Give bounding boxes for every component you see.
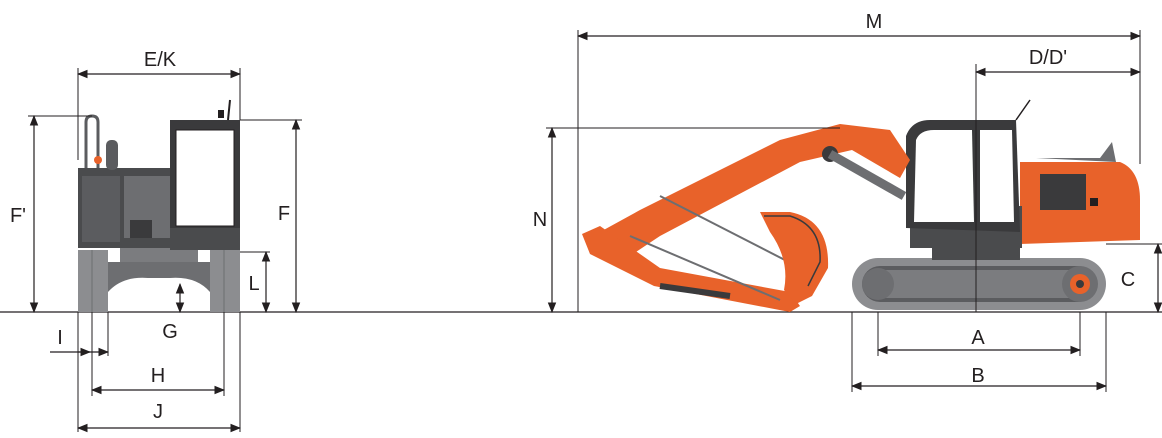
front-right-track	[210, 250, 240, 312]
label-b: B	[971, 365, 984, 387]
front-undercarriage-frame	[108, 262, 210, 292]
dimension-labels: E/K F' F L G I H J M D/D' N C A B	[10, 11, 1135, 423]
side-view-machine	[582, 99, 1140, 312]
front-exhaust-stack	[106, 140, 118, 170]
front-left-track	[78, 250, 108, 312]
label-d: D/D'	[1029, 47, 1067, 69]
side-idler-wheel	[862, 268, 894, 300]
front-view-machine	[78, 99, 240, 312]
label-f: F	[278, 203, 290, 225]
label-f-prime: F'	[10, 205, 26, 227]
label-i: I	[57, 327, 63, 349]
label-n: N	[533, 209, 547, 231]
label-l: L	[248, 273, 259, 295]
side-view-dimensions	[546, 30, 1162, 392]
label-a: A	[971, 327, 985, 349]
label-ek: E/K	[144, 49, 177, 71]
label-g: G	[162, 321, 178, 343]
label-m: M	[866, 11, 883, 33]
front-view-dimensions	[28, 68, 302, 433]
label-j: J	[153, 401, 163, 423]
side-boom	[600, 124, 910, 256]
side-arm	[582, 226, 800, 312]
label-h: H	[151, 365, 165, 387]
label-c: C	[1121, 269, 1135, 291]
